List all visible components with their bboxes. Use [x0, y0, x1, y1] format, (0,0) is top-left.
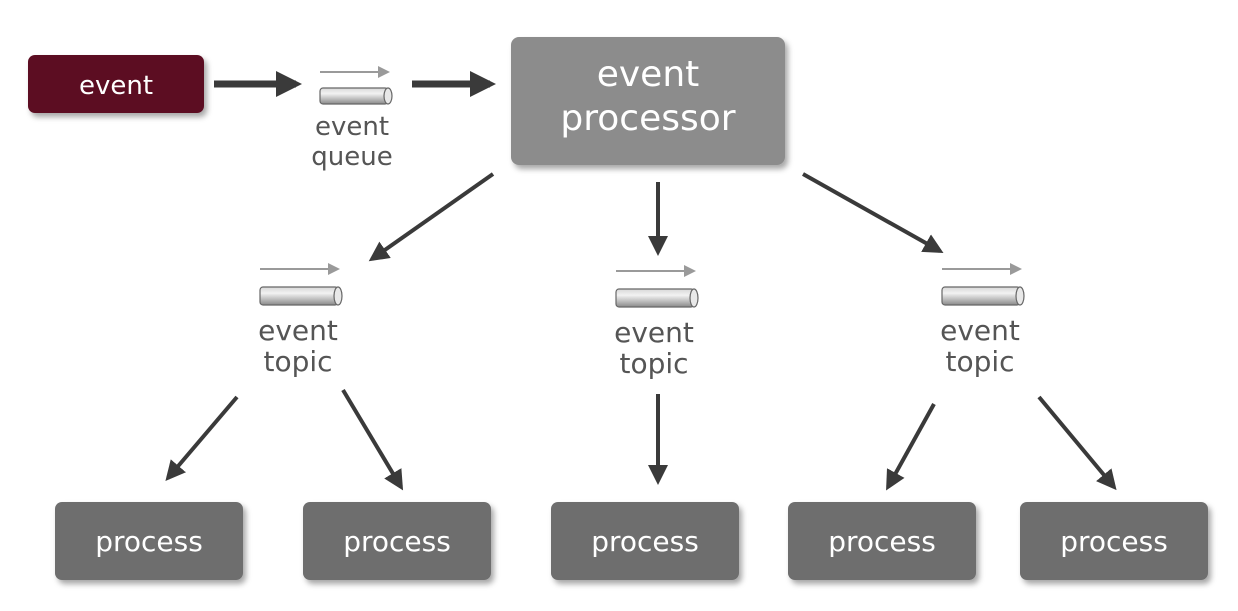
- arrow-topic-3-to-process-5: [1037, 395, 1117, 491]
- arrow-processor-to-topic-3: [802, 172, 944, 253]
- processor-label-line1: event: [597, 54, 700, 95]
- topic-2-label-line2: topic: [619, 347, 688, 380]
- event-processor: event processor: [511, 37, 785, 165]
- arrow-topic-1-to-process-1: [165, 395, 239, 482]
- topic-1-label-line1: event: [258, 314, 338, 347]
- process-2-label: process: [343, 525, 451, 558]
- topic-1-label-line2: topic: [263, 345, 332, 378]
- topic-2-label-line1: event: [614, 316, 694, 349]
- event-box-label: event: [79, 71, 153, 101]
- process-4-label: process: [828, 525, 936, 558]
- process-box-4: process: [788, 502, 976, 580]
- event-queue: event queue: [311, 66, 393, 172]
- event-box: event: [28, 55, 204, 113]
- process-1-label: process: [95, 525, 203, 558]
- event-box-shape: [28, 55, 204, 113]
- event-processor-shape: [511, 37, 785, 165]
- topic-1-cylinder-icon: [259, 286, 343, 306]
- queue-label-line1: event: [315, 112, 389, 142]
- topic-3-label-line2: topic: [945, 345, 1014, 378]
- process-5-label: process: [1060, 525, 1168, 558]
- arrow-topic-3-to-process-4: [886, 403, 936, 491]
- event-topic-3: event topic: [940, 263, 1025, 378]
- arrow-processor-to-topic-1: [368, 172, 495, 262]
- process-box-3: process: [551, 502, 739, 580]
- arrow-topic-1-to-process-2: [341, 388, 404, 491]
- topic-2-cylinder-icon: [615, 288, 699, 308]
- process-3-label: process: [591, 525, 699, 558]
- queue-cylinder-icon: [319, 87, 393, 105]
- event-topic-2: event topic: [614, 265, 699, 380]
- event-topic-1: event topic: [258, 263, 343, 378]
- topic-3-label-line1: event: [940, 314, 1020, 347]
- processor-label-line2: processor: [560, 98, 735, 139]
- process-box-1: process: [55, 502, 243, 580]
- process-box-5: process: [1020, 502, 1208, 580]
- topic-3-cylinder-icon: [941, 286, 1025, 306]
- queue-label-line2: queue: [311, 142, 392, 172]
- process-box-2: process: [303, 502, 491, 580]
